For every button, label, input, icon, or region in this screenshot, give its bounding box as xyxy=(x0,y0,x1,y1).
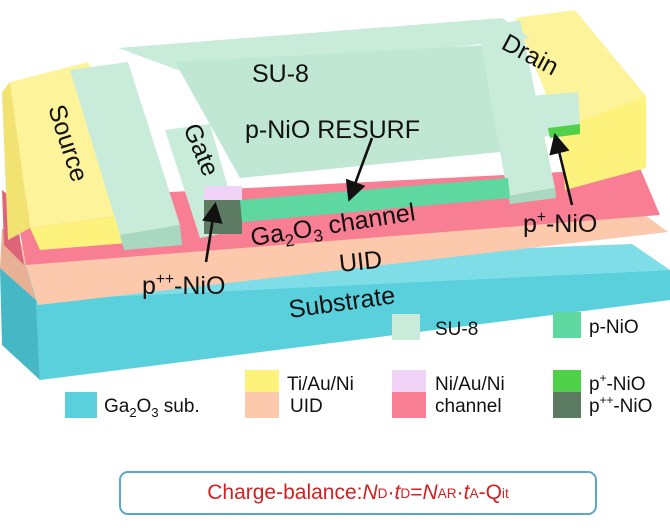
formula-dot1: · xyxy=(387,481,395,504)
su8-left-wall xyxy=(70,62,180,235)
resurf-layer xyxy=(240,178,510,222)
gate-ppp-nio xyxy=(204,200,242,234)
substrate-front xyxy=(36,270,670,380)
formula-ta-sub: A xyxy=(469,485,479,501)
pplus-label: p+-NiO xyxy=(523,209,597,238)
legend-swatch-tiauni xyxy=(245,370,279,396)
legend-label-niauni: Ni/Au/Ni xyxy=(435,374,505,395)
legend-label-pplus: p+-NiO xyxy=(589,372,646,395)
su8-left-wall-face xyxy=(120,225,182,250)
legend-label-gaosub: Ga2O3 sub. xyxy=(104,396,200,420)
formula-eq: = xyxy=(410,481,423,504)
legend-label-su8: SU-8 xyxy=(435,319,478,340)
substrate-side xyxy=(0,268,40,380)
resurf-label: p-NiO RESURF xyxy=(245,116,420,144)
drain-top xyxy=(515,10,646,128)
su8-label: SU-8 xyxy=(252,60,309,88)
formula-nd-sub: D xyxy=(377,485,388,501)
formula-na: N xyxy=(422,481,438,504)
ppp-arrow xyxy=(202,201,223,263)
legend-label-pnio: p-NiO xyxy=(589,317,639,338)
source-side xyxy=(2,82,30,240)
su8-right-wall-face xyxy=(508,188,556,204)
formula-minus-q: -Q xyxy=(478,481,502,504)
su8-right-wall xyxy=(478,20,555,196)
legend-swatch-niauni xyxy=(392,370,426,396)
formula-nd: N xyxy=(362,481,378,504)
legend-label-ppp: p++-NiO xyxy=(589,394,652,417)
legend-label-tiauni: Ti/Au/Ni xyxy=(287,374,354,395)
legend-swatch-pnio xyxy=(553,312,581,338)
legend-swatch-gaosub xyxy=(65,392,97,418)
formula-na-sub: A xyxy=(437,485,447,501)
formula-prefix: Charge-balance: xyxy=(207,481,363,504)
pplus-arrow xyxy=(549,132,574,206)
legend-label-uid: UID xyxy=(290,396,323,417)
resurf-arrow xyxy=(345,137,374,202)
legend-swatch-channel xyxy=(392,392,426,418)
legend-swatch-su8 xyxy=(392,314,420,340)
formula-dot2: · xyxy=(456,481,464,504)
formula-na-sup: R xyxy=(446,485,457,501)
formula-td-sub: D xyxy=(400,485,411,501)
formula-td: t xyxy=(394,481,401,504)
su8-plateau xyxy=(175,45,520,178)
formula-q-sub: it xyxy=(501,485,509,501)
legend-label-channel: channel xyxy=(435,396,502,417)
ppp-label: p++-NiO xyxy=(142,271,225,300)
legend-swatch-ppp xyxy=(553,392,581,418)
legend-swatch-pplus xyxy=(553,370,581,396)
uid-label: UID xyxy=(338,246,384,278)
legend-swatch-uid xyxy=(245,392,279,418)
formula-ta: t xyxy=(463,481,470,504)
drain-front xyxy=(560,96,646,190)
gate-ni-au-ni xyxy=(204,186,242,200)
